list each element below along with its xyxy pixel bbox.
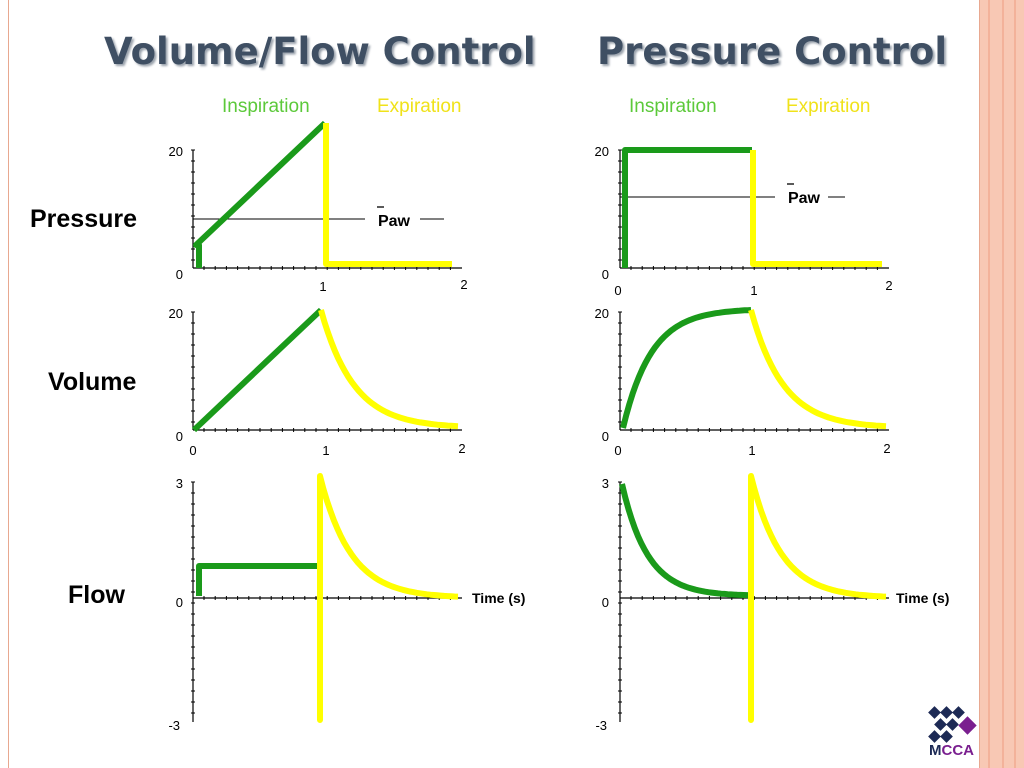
right-band-stripe [1014, 0, 1016, 768]
vfc-flow-ytick-label: -3 [168, 718, 180, 733]
pc-volume-expiration-trace [748, 309, 887, 430]
pc-pressure-ytick-label: 0 [602, 267, 609, 282]
pc-flow-ytick-label: 3 [602, 476, 609, 491]
pc-time-axis-label: Time (s) [896, 590, 949, 606]
vfc-volume-expiration-trace [318, 309, 459, 430]
right-decorative-band [980, 0, 1024, 768]
pc-pressure-inspiration-trace [622, 147, 752, 268]
vfc-pressure-xtick-label: 2 [460, 277, 467, 292]
right-band-stripe [1002, 0, 1004, 768]
vfc-paw-label: Paw [378, 213, 411, 230]
vfc-time-axis-label: Time (s) [472, 590, 525, 606]
pc-pressure-expiration-trace [750, 150, 882, 267]
pc-volume-xtick-label: 0 [614, 443, 621, 458]
label-expiration-right: Expiration [786, 96, 871, 117]
label-inspiration-right: Inspiration [629, 96, 717, 117]
pc-pressure-xtick-label: 1 [750, 283, 757, 298]
pc-flow-ytick-label: -3 [595, 718, 607, 733]
vfc-volume-ytick-label: 20 [169, 306, 183, 321]
pc-volume-ytick-label: 0 [602, 429, 609, 444]
label-inspiration-left: Inspiration [222, 96, 310, 117]
pc-flow-inspiration-trace [619, 483, 751, 599]
mcca-logo-icon [928, 706, 977, 743]
vfc-pressure-inspiration-trace [193, 120, 328, 268]
vfc-volume-xtick-label: 2 [458, 441, 465, 456]
pc-volume-xtick-label: 1 [748, 443, 755, 458]
pc-volume-ytick-label: 20 [595, 306, 609, 321]
title-pressure-control: Pressure Control [597, 30, 948, 73]
vfc-pressure-expiration-trace [323, 123, 452, 267]
inner-right-border-line [979, 0, 980, 768]
vfc-volume-xtick-label: 1 [322, 443, 329, 458]
pc-pressure-xtick-label: 0 [614, 283, 621, 298]
vfc-volume-inspiration-trace [191, 307, 324, 433]
pc-volume-inspiration-trace [620, 307, 752, 429]
vfc-flow-expiration-trace [317, 473, 459, 723]
pc-paw-label: Paw [788, 190, 821, 207]
row-label-flow: Flow [68, 581, 125, 609]
right-band-stripe [988, 0, 990, 768]
label-expiration-left: Expiration [377, 96, 462, 117]
left-border-line [8, 0, 9, 768]
pc-flow-expiration-trace [748, 473, 887, 723]
vfc-pressure-ytick-label: 0 [176, 267, 183, 282]
title-volume-flow-control: Volume/Flow Control [104, 30, 536, 73]
row-label-volume: Volume [48, 368, 137, 396]
vfc-pressure-ytick-label: 20 [169, 144, 183, 159]
vfc-flow-ytick-label: 0 [176, 595, 183, 610]
vfc-pressure-xtick-label: 1 [319, 279, 326, 294]
pc-pressure-xtick-label: 2 [885, 278, 892, 293]
pc-flow-ytick-label: 0 [602, 595, 609, 610]
vfc-volume-xtick-label: 0 [189, 443, 196, 458]
vfc-flow-ytick-label: 3 [176, 476, 183, 491]
vfc-flow-inspiration-trace [196, 563, 320, 596]
pc-pressure-ytick-label: 20 [595, 144, 609, 159]
row-label-pressure: Pressure [30, 205, 138, 233]
vfc-volume-ytick-label: 0 [176, 429, 183, 444]
pc-volume-xtick-label: 2 [883, 441, 890, 456]
mcca-logo-text: MCCA [929, 742, 974, 759]
